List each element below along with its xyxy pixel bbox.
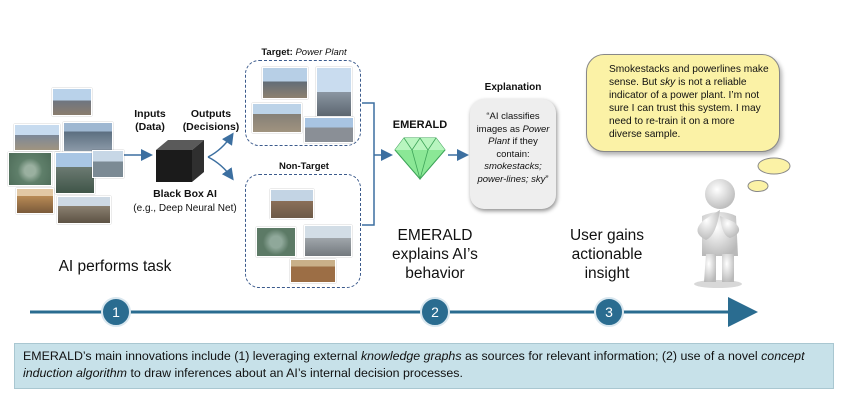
nontarget-label: Non-Target <box>279 161 329 172</box>
target-label: Target: Power Plant <box>246 46 362 59</box>
blackbox-title: Black Box AI <box>153 188 217 200</box>
thought-bubble: Smokestacks and powerlines make sense. B… <box>586 54 780 152</box>
thought-dot-large <box>757 157 791 175</box>
target-photo <box>304 117 354 143</box>
banner-concept-induction: concept induction algorithm <box>23 349 805 380</box>
thought-sky: sky <box>659 77 676 88</box>
target-photo <box>252 103 302 133</box>
outputs-label: Outputs (Decisions) <box>182 108 240 133</box>
explanation-class: Power Plant <box>488 123 550 148</box>
explanation-text-1: “AI classifies images as <box>476 111 540 135</box>
explanation-text-3: ” <box>545 173 549 185</box>
nontarget-photo <box>256 227 296 257</box>
emerald-label: EMERALD <box>392 119 448 131</box>
merge-bracket <box>362 102 375 226</box>
input-photo <box>52 88 92 116</box>
target-photo <box>262 67 308 99</box>
step-2-label: EMERALD explains AI’s behavior <box>392 227 478 282</box>
thinking-person-icon <box>694 179 742 288</box>
banner-knowledge-graphs: knowledge graphs <box>360 349 462 363</box>
nontarget-photo <box>270 189 314 219</box>
split-arrow-bottom <box>207 156 234 181</box>
thought-dot-small <box>747 180 769 192</box>
target-box <box>245 60 361 146</box>
black-box-cube <box>156 140 204 182</box>
step-1-label: AI performs task <box>58 258 172 275</box>
explanation-box: “AI classifies images as Power Plant if … <box>470 99 556 209</box>
input-photo <box>14 124 60 151</box>
step-3-label: User gains actionable insight <box>569 227 645 282</box>
step-3-marker: 3 <box>594 297 624 327</box>
input-photo <box>63 122 113 152</box>
step-1-marker: 1 <box>101 297 131 327</box>
input-photo <box>8 152 52 186</box>
target-prefix: Target: <box>261 47 296 58</box>
explanation-title: Explanation <box>484 82 542 93</box>
input-photo <box>92 150 124 178</box>
explanation-text-2: if they contain: <box>496 136 538 160</box>
thought-text-2: is not a reliable indicator of a power p… <box>609 77 761 140</box>
input-photo <box>16 188 54 214</box>
nontarget-box <box>245 174 361 288</box>
target-name: Power Plant <box>295 47 347 58</box>
banner-text-1: EMERALD’s main innovations include (1) l… <box>23 349 361 363</box>
explanation-concepts: smokestacks; power-lines; sky <box>477 161 546 185</box>
nontarget-photo <box>290 259 336 283</box>
nontarget-photo <box>304 225 352 257</box>
input-photo <box>55 152 95 194</box>
input-photo <box>57 196 111 224</box>
blackbox-sub: (e.g., Deep Neural Net) <box>133 203 237 214</box>
emerald-gem-icon <box>394 137 446 180</box>
banner-text-3: to draw inferences about an AI’s interna… <box>127 366 463 380</box>
step-2-marker: 2 <box>420 297 450 327</box>
thought-text-1: Smokestacks and powerlines make sense. B… <box>609 64 769 88</box>
inputs-label: Inputs (Data) <box>134 108 166 133</box>
split-arrow-top <box>207 132 234 158</box>
innovations-banner: EMERALD’s main innovations include (1) l… <box>14 343 834 389</box>
target-photo <box>316 67 352 117</box>
banner-text-2: as sources for relevant information; (2)… <box>461 349 762 363</box>
